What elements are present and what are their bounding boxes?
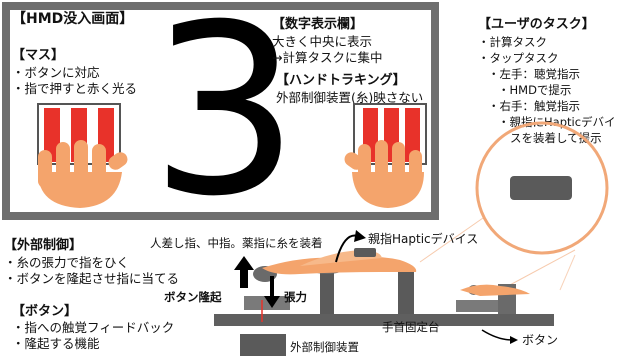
user-task-header: 【ユーザのタスク】 (478, 17, 595, 32)
thumb-haptic-label: 親指Hapticデバイス (368, 232, 479, 246)
tension-label: 張力 (284, 290, 307, 304)
mass-line-1: ・ボタンに対応 (12, 65, 100, 80)
hand-tracking-line-1: 外部制御装置(糸)映さない (276, 90, 424, 105)
user-task-line-4: ・HMDで提示 (498, 83, 572, 97)
number-area-line-2: →計算タスクに集中 (272, 50, 383, 65)
external-control-header: 【外部制御】 (4, 238, 83, 253)
user-task-line-3: ・左手：聴覚指示 (488, 67, 580, 81)
button-info-line-1: ・指への触覚フィードバック (12, 320, 175, 335)
center-number-display: 3 (150, 0, 300, 248)
down-arrow (270, 276, 274, 298)
mass-header: 【マス】 (12, 48, 65, 63)
button-label: ボタン (522, 333, 559, 347)
right-hand-on-device (460, 284, 530, 296)
button-pointer-arrow (481, 329, 513, 341)
mass-red-6 (405, 108, 420, 162)
mass-red-1 (44, 108, 60, 162)
hand-tracking-header: 【ハンドトラキング】 (276, 73, 406, 88)
external-control-line-2: ・ボタンを隆起させ指に当てる (4, 271, 180, 286)
haptic-zoom-circle (475, 121, 609, 255)
haptic-device-zoomed (510, 176, 572, 200)
button-info-line-2: ・隆起する機能 (12, 336, 100, 351)
wrist-base-label: 手首固定台 (382, 320, 440, 334)
number-area-header: 【数字表示欄】 (272, 17, 364, 32)
hand-on-device (262, 256, 417, 275)
right-hand-shape (344, 140, 424, 208)
button-assembly-right (456, 300, 500, 312)
user-task-line-1: ・計算タスク (478, 35, 547, 49)
user-task-line-2: ・タップタスク (478, 51, 559, 65)
user-task-line-5: ・右手：触覚指示 (488, 99, 580, 113)
thumb-haptic-device (354, 248, 376, 257)
right-hand-illustration (344, 103, 427, 208)
button-raise-label: ボタン隆起 (164, 290, 222, 304)
wrist-tower (398, 268, 414, 314)
button-assembly-left (244, 296, 290, 310)
left-hand-illustration (37, 103, 128, 208)
number-area-line-1: 大きく中央に表示 (272, 34, 373, 49)
center-post (320, 270, 334, 314)
hmd-panel-title: 【HMD没入画面】 (12, 11, 134, 27)
external-device-label: 外部制御装置 (290, 340, 359, 354)
external-control-line-1: ・糸の張力で指をひく (4, 255, 130, 270)
string-attach-label: 人差し指、中指。薬指に糸を装着 (150, 236, 323, 250)
mass-line-2: ・指で押すと赤く光る (12, 81, 138, 96)
left-hand-shape (38, 140, 128, 208)
button-info-header: 【ボタン】 (12, 304, 78, 319)
up-arrow (234, 256, 254, 270)
external-device-block (240, 334, 286, 356)
device-base (214, 314, 554, 326)
